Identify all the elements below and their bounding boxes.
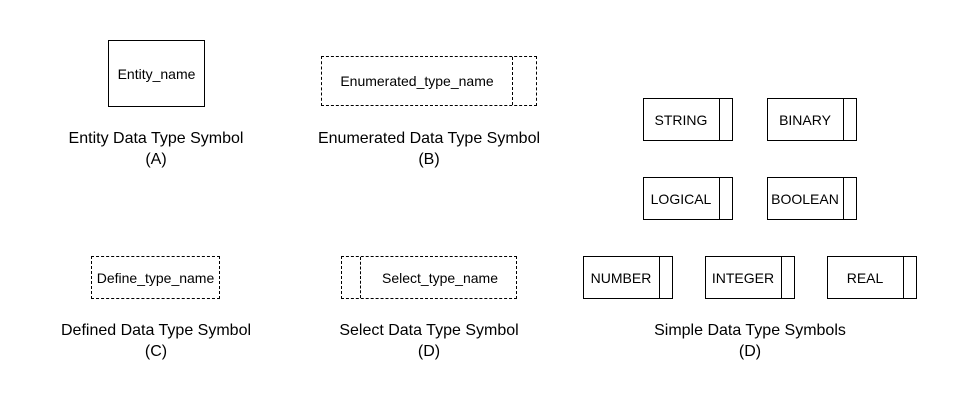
simple-type-boolean: BOOLEAN bbox=[767, 177, 857, 220]
enumerated-symbol-divider bbox=[512, 57, 513, 105]
select-symbol: Select_type_name bbox=[341, 256, 517, 299]
simple-type-divider bbox=[843, 99, 844, 140]
enumerated-caption: Enumerated Data Type Symbol (B) bbox=[298, 128, 560, 170]
entity-caption-letter: (A) bbox=[145, 151, 167, 168]
enumerated-caption-letter: (B) bbox=[418, 151, 440, 168]
entity-symbol: Entity_name bbox=[108, 40, 205, 107]
simple-type-label: BINARY bbox=[779, 111, 831, 128]
select-symbol-divider bbox=[360, 257, 361, 298]
defined-caption-letter: (C) bbox=[144, 343, 168, 360]
simple-type-divider bbox=[659, 257, 660, 298]
defined-symbol: Define_type_name bbox=[91, 256, 220, 299]
entity-symbol-label: Entity_name bbox=[117, 65, 196, 82]
simple-type-binary: BINARY bbox=[767, 98, 857, 141]
simple-type-divider bbox=[903, 257, 904, 298]
simple-type-real: REAL bbox=[827, 256, 917, 299]
simple-type-number: NUMBER bbox=[583, 256, 673, 299]
simple-type-label: LOGICAL bbox=[650, 190, 712, 207]
simple-type-label: NUMBER bbox=[590, 269, 652, 286]
simple-type-label: BOOLEAN bbox=[771, 190, 839, 207]
select-symbol-label: Select_type_name bbox=[382, 269, 498, 286]
simple-type-label: REAL bbox=[846, 269, 884, 286]
simple-type-integer: INTEGER bbox=[705, 256, 795, 299]
defined-caption-title: Defined Data Type Symbol bbox=[60, 322, 252, 339]
simple-caption-letter: (D) bbox=[738, 343, 762, 360]
select-caption: Select Data Type Symbol (D) bbox=[318, 320, 540, 362]
simple-caption-title: Simple Data Type Symbols bbox=[654, 322, 846, 339]
enumerated-symbol: Enumerated_type_name bbox=[321, 56, 537, 106]
simple-type-divider bbox=[719, 99, 720, 140]
entity-caption-title: Entity Data Type Symbol bbox=[68, 130, 244, 147]
simple-type-logical: LOGICAL bbox=[643, 177, 733, 220]
simple-type-string: STRING bbox=[643, 98, 733, 141]
enumerated-caption-title: Enumerated Data Type Symbol bbox=[317, 130, 541, 147]
simple-type-divider bbox=[843, 178, 844, 219]
simple-type-label: STRING bbox=[654, 111, 708, 128]
select-caption-letter: (D) bbox=[417, 343, 441, 360]
defined-symbol-label: Define_type_name bbox=[96, 269, 215, 286]
select-caption-title: Select Data Type Symbol bbox=[339, 322, 519, 339]
defined-caption: Defined Data Type Symbol (C) bbox=[40, 320, 272, 362]
simple-type-divider bbox=[719, 178, 720, 219]
enumerated-symbol-label: Enumerated_type_name bbox=[340, 73, 494, 89]
simple-caption: Simple Data Type Symbols (D) bbox=[634, 320, 866, 362]
simple-type-label: INTEGER bbox=[711, 269, 775, 286]
simple-type-divider bbox=[781, 257, 782, 298]
entity-caption: Entity Data Type Symbol (A) bbox=[40, 128, 272, 170]
